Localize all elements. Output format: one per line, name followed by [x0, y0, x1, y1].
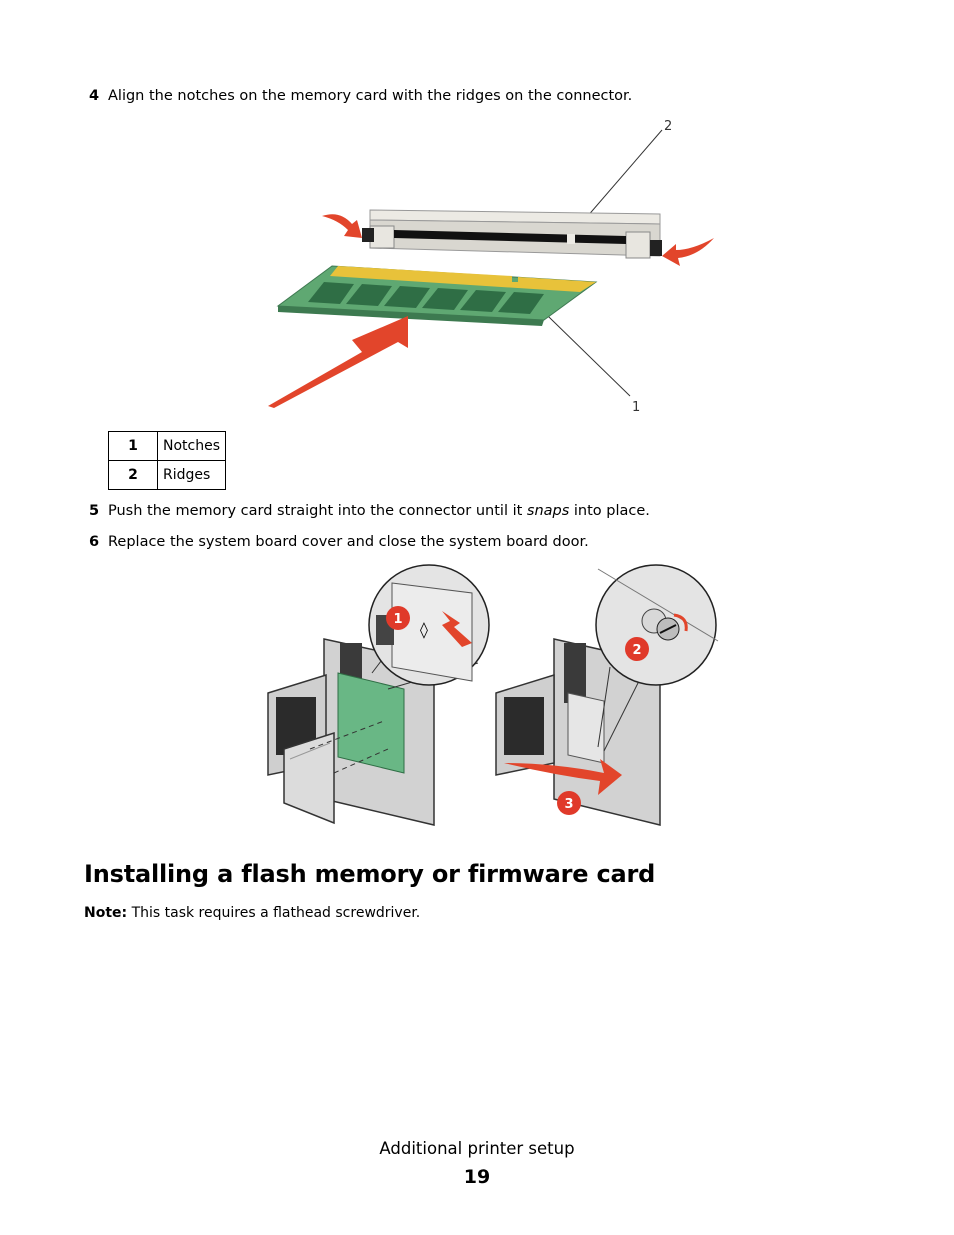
callout-badge-3	[557, 791, 581, 815]
legend-value: Ridges	[156, 460, 227, 490]
memory-card-figure: 2 1	[268, 119, 714, 412]
callout-3: 3	[564, 797, 573, 812]
step-number: 5	[88, 503, 100, 519]
callout-badge-2	[625, 637, 649, 661]
step-text: Replace the system board cover and close…	[108, 534, 589, 550]
note: Note: This task requires a flathead scre…	[84, 905, 420, 921]
legend-value: Notches	[156, 431, 227, 461]
step-text: Align the notches on the memory card wit…	[108, 88, 633, 104]
callout-1: 1	[632, 400, 640, 412]
footer-title: Additional printer setup	[379, 1139, 575, 1158]
step-text-after: into place.	[569, 503, 650, 519]
memory-connector	[362, 209, 662, 259]
callout-2: 2	[664, 119, 672, 134]
section-heading: Installing a flash memory or firmware ca…	[84, 860, 656, 888]
printer-left	[267, 638, 435, 826]
printer-right: 3	[495, 638, 661, 826]
step-number: 6	[88, 534, 100, 550]
table-row: 2 Ridges	[108, 460, 227, 490]
rotate-arrow-icon	[673, 613, 688, 632]
legend-key: 2	[108, 460, 158, 490]
legend-key: 1	[108, 431, 158, 461]
callout-1: 1	[393, 612, 402, 627]
step-text-before: Push the memory card straight into the c…	[108, 503, 527, 519]
step-5: 5 Push the memory card straight into the…	[85, 502, 785, 520]
table-row: 1 Notches	[108, 431, 227, 461]
step-text: Push the memory card straight into the c…	[108, 502, 650, 520]
note-text: This task requires a flathead screwdrive…	[127, 905, 421, 921]
callout-2: 2	[632, 643, 641, 658]
zoom-circle-left: ◊ 1	[368, 564, 490, 690]
zoom-circle-right: 2	[595, 564, 719, 752]
push-arrow-icon	[268, 316, 408, 408]
callout-legend-table: 1 Notches 2 Ridges	[108, 431, 227, 490]
step-text-emphasis: snaps	[526, 503, 570, 519]
memory-card	[276, 265, 598, 326]
push-arrow-icon	[442, 611, 472, 647]
note-label: Note:	[84, 905, 128, 921]
close-arrow-icon	[504, 759, 622, 795]
arrow-right-icon	[662, 238, 714, 266]
step-6: 6 Replace the system board cover and clo…	[85, 533, 785, 551]
arrow-left-icon	[322, 214, 362, 238]
callout-badge-1	[386, 606, 410, 630]
step-4: 4 Align the notches on the memory card w…	[85, 87, 785, 105]
svg-text:◊: ◊	[420, 620, 428, 639]
step-number: 4	[88, 88, 100, 104]
page-number: 19	[463, 1166, 491, 1188]
close-door-figure: ◊ 1 3 2	[267, 564, 719, 826]
